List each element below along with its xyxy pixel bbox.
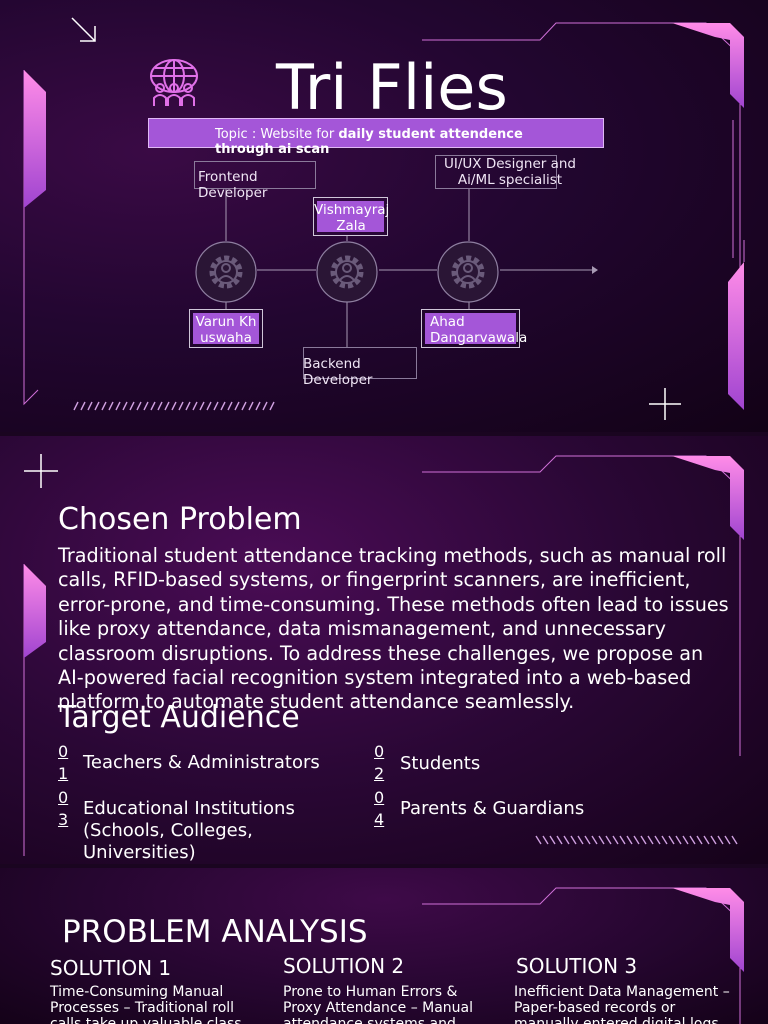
slide1-decoration [23,17,745,420]
solution-text: Inefficient Data Management – Paper-base… [514,984,730,1024]
gear-person-icon [316,241,378,303]
audience-item: Teachers & Administrators [83,752,320,773]
audience-number: 04 [374,788,385,829]
problem-analysis-title: PROBLEM ANALYSIS [62,914,368,950]
target-audience-title: Target Audience [58,700,300,735]
audience-item: Students [400,753,481,774]
slide-title-text: Tri Flies [276,51,508,124]
topic-prefix: Topic : Website for [215,127,339,142]
audience-item: Parents & Guardians [400,798,585,819]
audience-number: 03 [58,788,69,829]
globe-team-icon [150,59,198,106]
solution-text: Time-Consuming Manual Processes – Tradit… [50,984,242,1024]
backend-role-label: Backend Developer [303,356,373,388]
uiux-role-box [435,155,557,189]
slide-analysis: PROBLEM ANALYSIS SOLUTION 1 Time-Consumi… [0,868,768,1024]
slide-problem: Chosen Problem Traditional student atten… [0,436,768,864]
frontend-role-label: Frontend Developer [198,169,268,201]
backend-role-box [303,347,417,379]
slide3-decoration [422,887,744,1024]
member-varun: Varun Khuswaha [195,314,257,346]
chosen-problem-text: Traditional student attendance tracking … [58,544,729,714]
topic-bar [148,118,604,148]
member-vishmayraj: Vishmayraj Zala [314,202,390,234]
vishmayraj-box [313,197,388,236]
gear-person-icon [195,241,257,303]
audience-number: 01 [58,742,69,783]
uiux-role-label: UI/UX Designer and Ai/ML specialist [444,156,576,188]
solution-text: Prone to Human Errors & Proxy Attendance… [283,984,474,1024]
topic-text: Topic : Website for daily student attend… [215,127,555,157]
slide-title: Tri Flies Topic : Website for daily stud… [0,0,768,432]
ahad-box [421,309,520,348]
solution-heading: SOLUTION 2 [283,954,405,978]
solution-heading: SOLUTION 3 [516,954,638,978]
audience-item: Educational Institutions (Schools, Colle… [83,798,295,863]
frontend-role-box [194,161,316,189]
varun-box [189,309,263,348]
slide2-decoration [23,454,744,856]
chosen-problem-title: Chosen Problem [58,502,302,537]
member-ahad: Ahad Dangarvawala [430,314,528,346]
topic-bold: daily student attendence through ai scan [215,127,523,157]
gear-person-icon [437,241,499,303]
audience-number: 02 [374,742,385,783]
solution-heading: SOLUTION 1 [50,956,172,980]
